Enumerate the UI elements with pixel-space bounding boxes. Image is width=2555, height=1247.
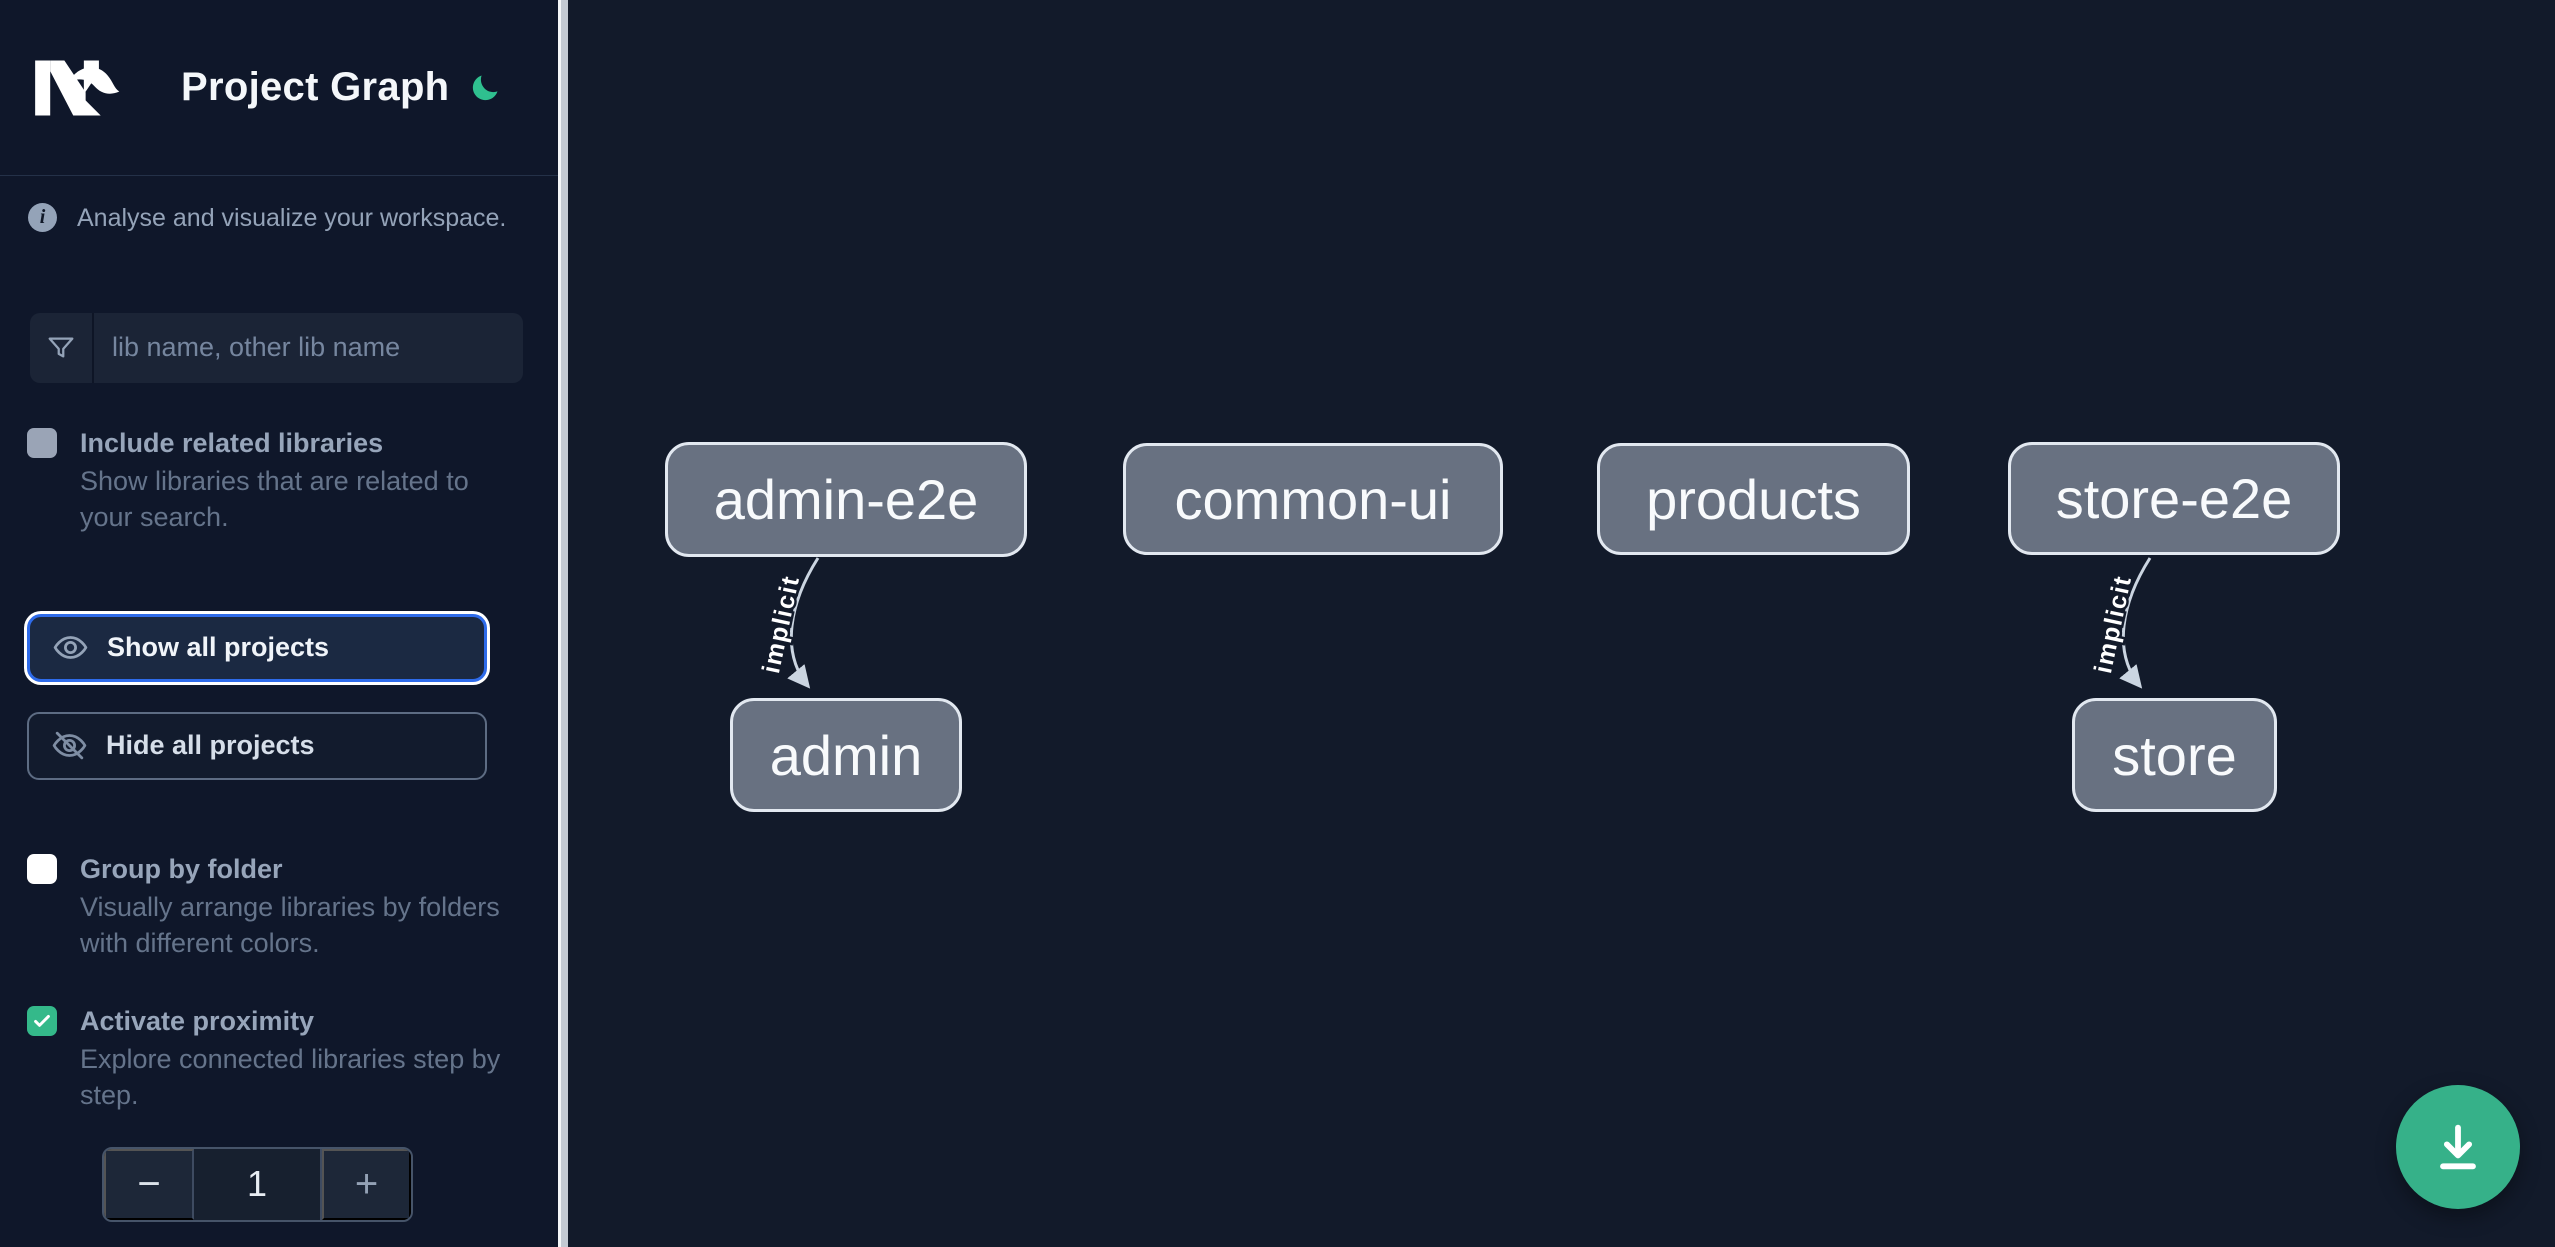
funnel-icon	[30, 312, 94, 383]
hide-all-projects-button[interactable]: Hide all projects	[27, 711, 487, 780]
checkbox-include-related-libraries[interactable]	[27, 427, 57, 458]
option-description: Visually arrange libraries by folders wi…	[80, 891, 500, 958]
option-include-related-libraries: Include related libraries Show libraries…	[0, 425, 558, 535]
graph-node-common-ui[interactable]: common-ui	[1123, 443, 1503, 555]
edge-label-implicit: implicit	[2089, 573, 2137, 676]
option-description: Explore connected libraries step by step…	[80, 1043, 501, 1110]
option-label: Group by folder	[80, 853, 283, 884]
edge-label-implicit: implicit	[757, 573, 805, 676]
sidebar-header: Project Graph	[0, 0, 558, 176]
filter-search-box	[30, 312, 523, 383]
stepper-increment-button[interactable]: +	[322, 1148, 411, 1220]
graph-node-store[interactable]: store	[2072, 698, 2277, 812]
checkbox-group-by-folder[interactable]	[27, 853, 57, 884]
sidebar: Project Graph i Analyse and visualize yo…	[0, 0, 558, 1247]
button-label: Hide all projects	[106, 730, 315, 760]
graph-edges-layer: implicit implicit	[755, 557, 2152, 689]
stepper-decrement-button[interactable]: −	[104, 1148, 194, 1220]
stepper-value[interactable]: 1	[194, 1148, 322, 1220]
graph-edge-admin-e2e-admin	[787, 557, 820, 689]
nx-logo	[27, 57, 123, 119]
option-label: Include related libraries	[80, 427, 384, 458]
download-graph-button[interactable]	[2396, 1085, 2520, 1209]
sidebar-scrollbar[interactable]	[558, 0, 568, 1247]
graph-node-admin-e2e[interactable]: admin-e2e	[665, 442, 1027, 557]
option-activate-proximity: Activate proximity Explore connected lib…	[0, 1003, 558, 1113]
download-icon	[2440, 1124, 2476, 1170]
proximity-depth-stepper: − 1 +	[102, 1146, 413, 1222]
theme-toggle-moon-icon[interactable]	[468, 70, 502, 106]
option-group-by-folder: Group by folder Visually arrange librari…	[0, 851, 558, 961]
page-title: Project Graph	[181, 65, 450, 109]
project-actions: Show all projects Hide all projects	[0, 613, 558, 780]
eye-icon	[53, 636, 88, 659]
option-description: Show libraries that are related to your …	[80, 465, 469, 532]
checkbox-activate-proximity[interactable]	[27, 1005, 57, 1036]
graph-canvas[interactable]: implicit implicit admin-e2e common-ui produ…	[568, 0, 2555, 1247]
eye-off-icon	[52, 731, 87, 760]
graph-node-store-e2e[interactable]: store-e2e	[2008, 442, 2340, 555]
option-label: Activate proximity	[80, 1005, 315, 1036]
button-label: Show all projects	[107, 632, 330, 662]
graph-node-products[interactable]: products	[1597, 443, 1910, 555]
graph-edge-store-e2e-store	[2119, 557, 2152, 689]
info-icon: i	[28, 203, 57, 232]
search-input[interactable]	[94, 312, 523, 383]
graph-node-admin[interactable]: admin	[730, 698, 962, 812]
workspace-info-row: i Analyse and visualize your workspace.	[0, 176, 558, 235]
workspace-info-text: Analyse and visualize your workspace.	[77, 204, 507, 232]
show-all-projects-button[interactable]: Show all projects	[27, 613, 487, 682]
